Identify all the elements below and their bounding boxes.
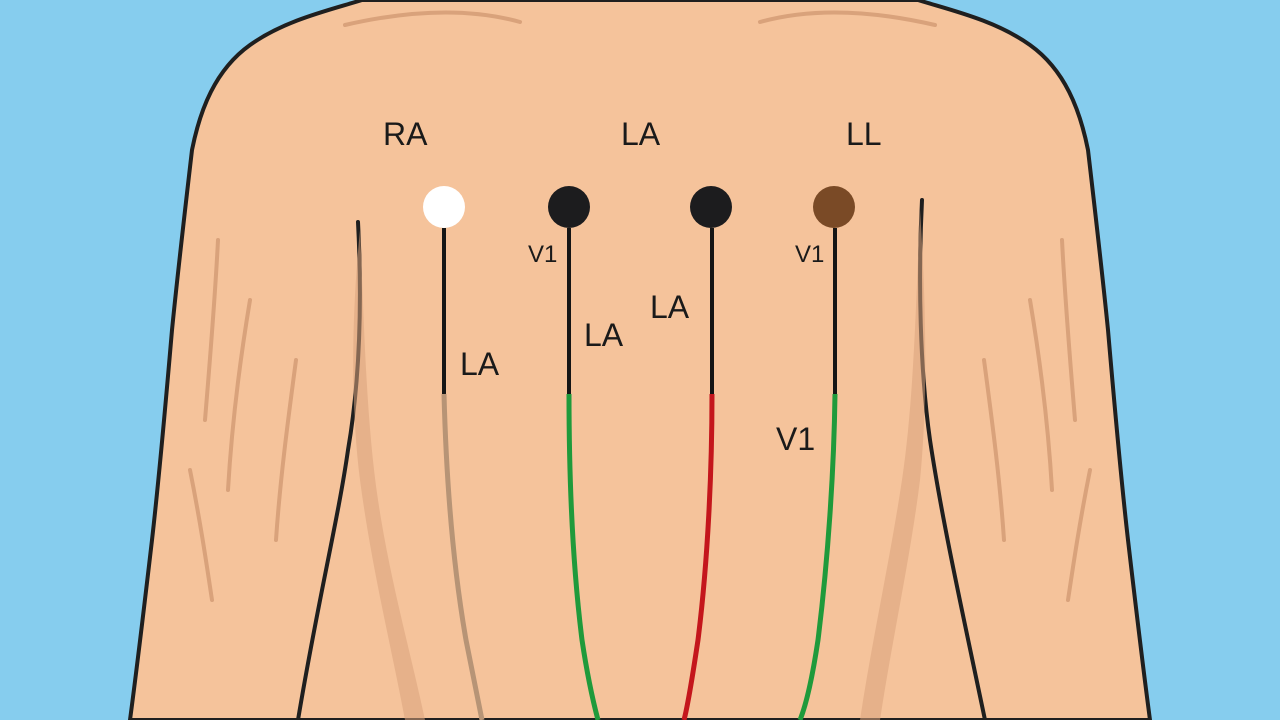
wire-red-lead <box>681 228 715 720</box>
electrode-black-1-icon <box>548 186 590 228</box>
right-side-shadow <box>860 210 926 720</box>
torso <box>128 0 1152 720</box>
label-la-wire1: LA <box>460 346 500 382</box>
label-la-wire3: LA <box>650 289 690 325</box>
wire-green2-lower <box>797 393 838 720</box>
electrode-brown-icon <box>813 186 855 228</box>
labels: RA LA LL V1 V1 LA LA LA V1 <box>383 116 882 457</box>
label-v1-left: V1 <box>528 241 557 268</box>
label-ra-top: RA <box>383 116 428 152</box>
muscle-lines <box>188 10 1092 602</box>
left-side-shadow <box>353 230 425 720</box>
electrode-white-icon <box>423 186 465 228</box>
wire-green-lead-2 <box>797 228 838 720</box>
wire-red-lower <box>681 393 715 720</box>
wire-green-lead-1 <box>566 228 601 720</box>
label-v1-right: V1 <box>795 241 824 268</box>
label-la-wire2: LA <box>584 317 624 353</box>
wire-green1-lower <box>566 393 601 720</box>
torso-silhouette <box>128 0 1152 720</box>
label-ll-top: LL <box>846 116 882 152</box>
lead-wires <box>441 228 838 720</box>
label-v1-lower: V1 <box>776 421 815 457</box>
electrodes <box>423 186 855 228</box>
label-la-top: LA <box>621 116 661 152</box>
electrode-black-2-icon <box>690 186 732 228</box>
wire-white-lead <box>441 228 485 720</box>
wire-white-lower <box>441 393 485 720</box>
